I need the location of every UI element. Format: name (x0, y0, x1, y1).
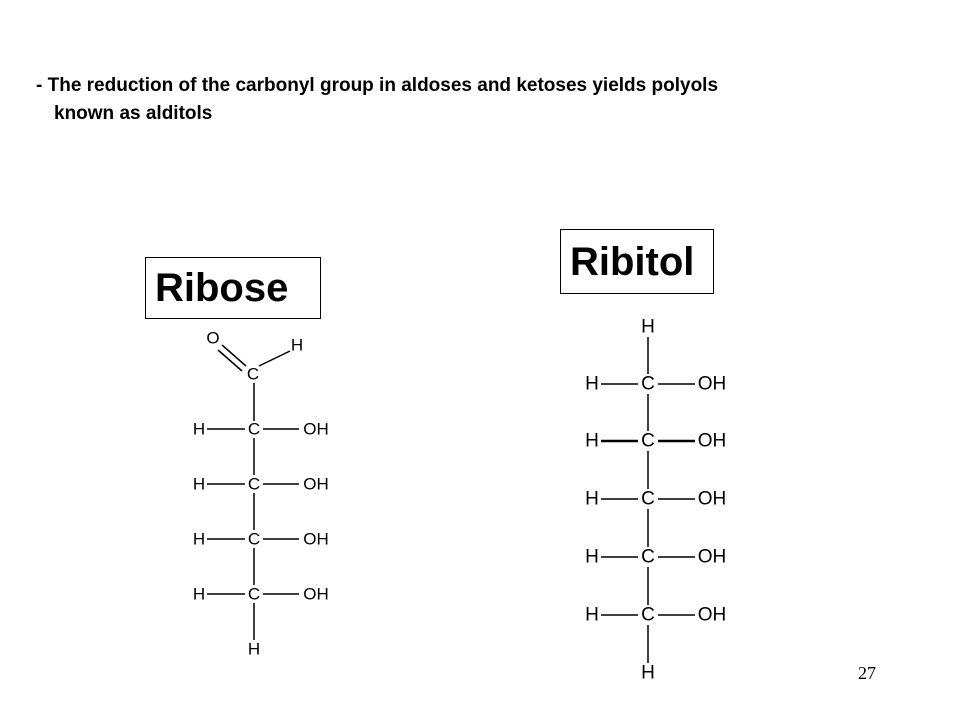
ribitol-h-atom: H (585, 489, 599, 510)
ribitol-oh-group: OH (698, 489, 727, 510)
bullet-line-2: known as alditols (54, 103, 213, 124)
ribose-aldehyde-hydrogen: H (291, 336, 303, 355)
ribitol-h-atom: H (585, 431, 599, 452)
ribose-label: Ribose (155, 266, 289, 310)
ribitol-oh-group: OH (698, 605, 727, 626)
ribitol-top-h: H (641, 317, 655, 338)
ribose-carbon-atom: C (248, 475, 260, 494)
slide-text: - The reduction of the carbonyl group in… (36, 72, 936, 128)
ribitol-carbon-atom: C (641, 374, 655, 395)
ribose-h-atom: H (193, 585, 205, 604)
ribose-double-bond-b (217, 349, 243, 372)
ribitol-carbon-atom: C (641, 605, 655, 626)
ribose-carbon-atom: C (248, 530, 260, 549)
ribose-oh-group: OH (303, 585, 329, 604)
ribose-label-box: Ribose (145, 257, 321, 319)
ribose-h-atom: H (193, 475, 205, 494)
page-number: 27 (858, 663, 876, 683)
ribitol-label: Ribitol (570, 239, 695, 284)
ribitol-carbon-atom: C (641, 489, 655, 510)
ribose-carbon-atom: C (248, 585, 260, 604)
ribose-oh-group: OH (303, 530, 329, 549)
ribitol-h-atom: H (585, 605, 599, 626)
ribitol-carbon-atom: C (641, 547, 655, 568)
bullet-line-1: - The reduction of the carbonyl group in… (36, 75, 719, 96)
ribitol-oh-group: OH (698, 431, 727, 452)
ribose-carbonyl-carbon: C (247, 365, 259, 384)
ribitol-structure: H H C OH H C OH H C OH H C OH H C OH H (585, 317, 726, 684)
ribitol-oh-group: OH (698, 547, 727, 568)
ribose-rows: H C OH H C OH H C OH H C OH H (193, 420, 329, 659)
ribose-bottom-h: H (248, 640, 260, 659)
ribose-oh-group: OH (303, 420, 329, 439)
ribose-h-atom: H (193, 530, 205, 549)
ribose-oh-group: OH (303, 475, 329, 494)
ribitol-h-atom: H (585, 547, 599, 568)
ribose-h-atom: H (193, 420, 205, 439)
ribitol-h-atom: H (585, 374, 599, 395)
ribitol-carbon-atom: C (641, 431, 655, 452)
ribitol-label-box: Ribitol (560, 229, 714, 294)
ribitol-bottom-h: H (641, 663, 655, 684)
ribose-carbon-atom: C (248, 420, 260, 439)
ribose-carbonyl-group: O H C (206, 329, 303, 421)
ribitol-oh-group: OH (698, 374, 727, 395)
ribose-double-bond-a (221, 344, 247, 367)
ribose-ch-bond (258, 350, 291, 367)
ribose-carbonyl-oxygen: O (206, 329, 219, 348)
